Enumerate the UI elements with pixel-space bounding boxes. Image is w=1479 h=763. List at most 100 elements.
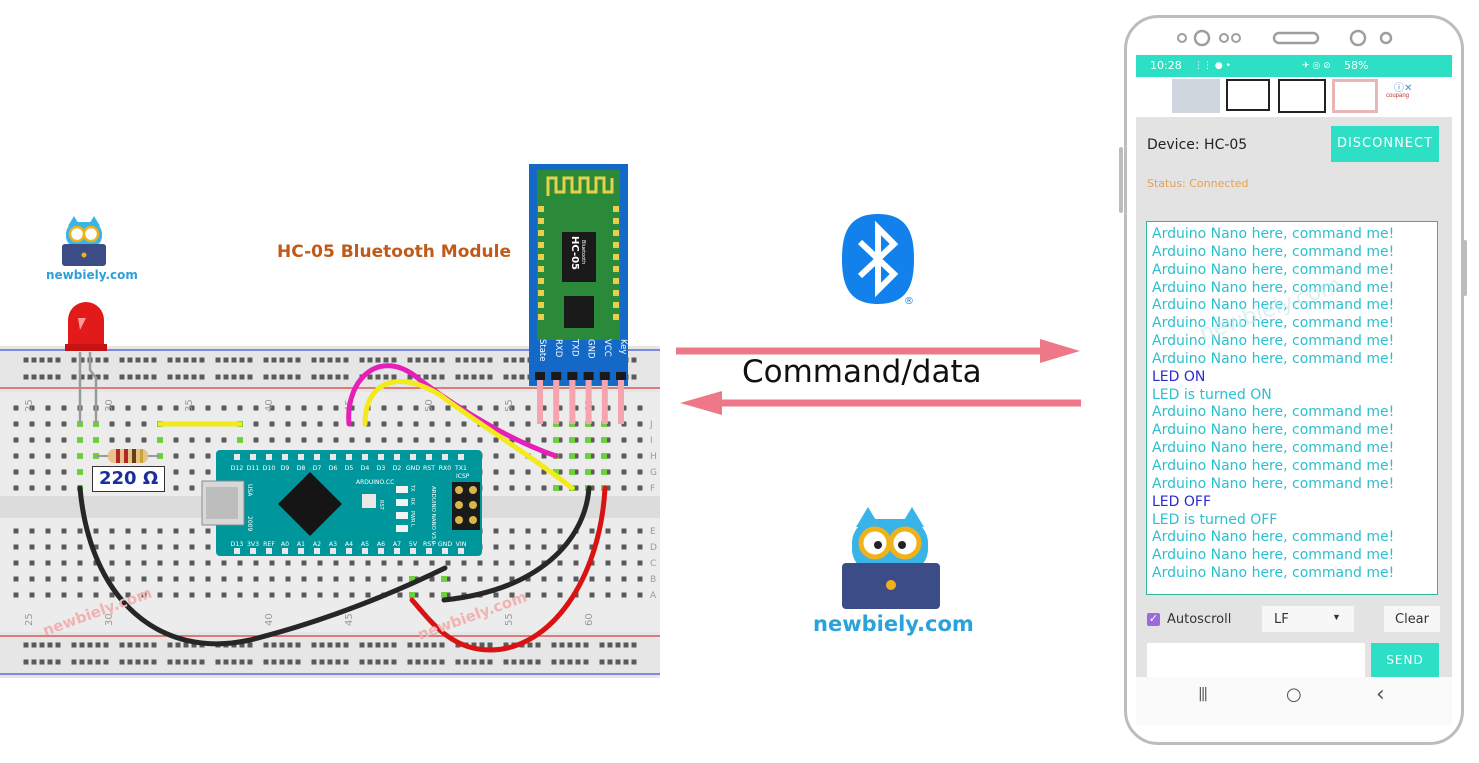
- breadboard-hole: [93, 544, 99, 550]
- hc05-header-base: [599, 372, 610, 380]
- breadboard-hole: [141, 576, 147, 582]
- rail-hole: [175, 357, 181, 363]
- app-content: Device: HC-05 DISCONNECT Status: Connect…: [1136, 117, 1452, 677]
- column-number: 60: [584, 613, 595, 626]
- resistor-band: [124, 449, 128, 463]
- rail-hole: [439, 659, 445, 665]
- breadboard-hole: [573, 405, 579, 411]
- rail-hole: [575, 642, 581, 648]
- breadboard-hole: [429, 560, 435, 566]
- breadboard-hole: [253, 592, 259, 598]
- row-letter: J: [649, 420, 653, 430]
- breadboard-hole: [605, 528, 611, 534]
- breadboard-hole: [253, 421, 259, 427]
- breadboard-hole: [525, 437, 531, 443]
- breadboard-hole: [605, 592, 611, 598]
- back-icon[interactable]: ‹: [1376, 682, 1385, 707]
- hc05-pad: [538, 290, 544, 296]
- breadboard-hole: [285, 437, 291, 443]
- serial-log[interactable]: Arduino Nano here, command me!Arduino Na…: [1146, 221, 1438, 595]
- rail-hole: [527, 642, 533, 648]
- breadboard-hole: [29, 469, 35, 475]
- ad-thumb[interactable]: [1332, 79, 1378, 113]
- breadboard-hole: [557, 469, 563, 475]
- clear-button[interactable]: Clear: [1384, 606, 1440, 632]
- breadboard-hole: [541, 528, 547, 534]
- rail-hole: [87, 659, 93, 665]
- arrow-label: Command/data: [742, 354, 982, 390]
- breadboard-hole: [29, 528, 35, 534]
- breadboard-hole: [637, 544, 643, 550]
- rail-hole: [375, 374, 381, 380]
- ad-info-icon[interactable]: ⓘ✕: [1394, 83, 1413, 94]
- breadboard-hole: [413, 421, 419, 427]
- breadboard-hole-active: [441, 576, 447, 582]
- breadboard-hole: [557, 437, 563, 443]
- rail-hole: [87, 374, 93, 380]
- rail-hole: [415, 659, 421, 665]
- rail-hole: [631, 642, 637, 648]
- breadboard-hole: [493, 469, 499, 475]
- breadboard-hole: [557, 485, 563, 491]
- breadboard-hole-active: [553, 437, 559, 443]
- nano-pin: [282, 548, 288, 554]
- rail-hole: [151, 642, 157, 648]
- breadboard-hole: [189, 469, 195, 475]
- rail-hole: [23, 374, 29, 380]
- breadboard-hole: [269, 405, 275, 411]
- rail-hole: [511, 357, 517, 363]
- breadboard-hole: [525, 544, 531, 550]
- rail-hole: [231, 659, 237, 665]
- black-wire-gnd: [441, 485, 592, 603]
- breadboard-hole: [477, 437, 483, 443]
- hc05-pad: [538, 278, 544, 284]
- row-letter: A: [650, 591, 657, 601]
- hc05-header-pins: [535, 372, 626, 424]
- breadboard-hole: [573, 576, 579, 582]
- line-ending-select[interactable]: LF ▼: [1262, 606, 1354, 632]
- rail-hole: [31, 374, 37, 380]
- rail-hole: [247, 642, 253, 648]
- ad-thumb[interactable]: [1226, 79, 1270, 111]
- breadboard-hole: [621, 528, 627, 534]
- breadboard-hole: [493, 421, 499, 427]
- nano-rx-led-text: RX: [409, 498, 415, 505]
- breadboard-hole: [221, 560, 227, 566]
- breadboard-hole: [13, 453, 19, 459]
- column-number: 55: [504, 399, 515, 412]
- rail-hole: [423, 357, 429, 363]
- led-indicator-tx: [396, 486, 408, 493]
- nano-pin: [282, 454, 288, 460]
- icsp-pin: [455, 486, 463, 494]
- disconnect-button[interactable]: DISCONNECT: [1331, 126, 1439, 162]
- breadboard-hole: [589, 437, 595, 443]
- send-input[interactable]: [1147, 643, 1365, 677]
- icsp-pin: [455, 501, 463, 509]
- breadboard-hole: [605, 560, 611, 566]
- brand-label-large: newbiely.com: [813, 612, 974, 636]
- rail-hole: [535, 642, 541, 648]
- send-button[interactable]: SEND: [1371, 643, 1439, 677]
- home-icon[interactable]: ○: [1286, 684, 1302, 705]
- ad-thumb[interactable]: [1278, 79, 1326, 113]
- rail-hole: [79, 357, 85, 363]
- breadboard-hole: [557, 453, 563, 459]
- autoscroll-checkbox[interactable]: ✓: [1147, 613, 1160, 626]
- breadboard-hole: [77, 560, 83, 566]
- recents-icon[interactable]: |||: [1198, 686, 1208, 702]
- ad-banner[interactable]: ⓘ✕ coupang: [1136, 77, 1452, 117]
- rail-hole: [119, 374, 125, 380]
- log-line: Arduino Nano here, command me!: [1152, 547, 1395, 564]
- breadboard-hole: [29, 421, 35, 427]
- row-letter: G: [650, 468, 657, 478]
- breadboard-hole: [61, 453, 67, 459]
- ad-thumb[interactable]: [1172, 79, 1220, 113]
- nano-brand-text: ARDUINO.CC: [356, 479, 394, 486]
- rail-hole: [95, 357, 101, 363]
- breadboard-hole: [13, 437, 19, 443]
- hc05-header-base: [567, 372, 578, 380]
- hc05-header-base: [535, 372, 545, 380]
- rail-hole: [191, 642, 197, 648]
- breadboard-hole: [509, 485, 515, 491]
- hc05-pad: [538, 314, 544, 320]
